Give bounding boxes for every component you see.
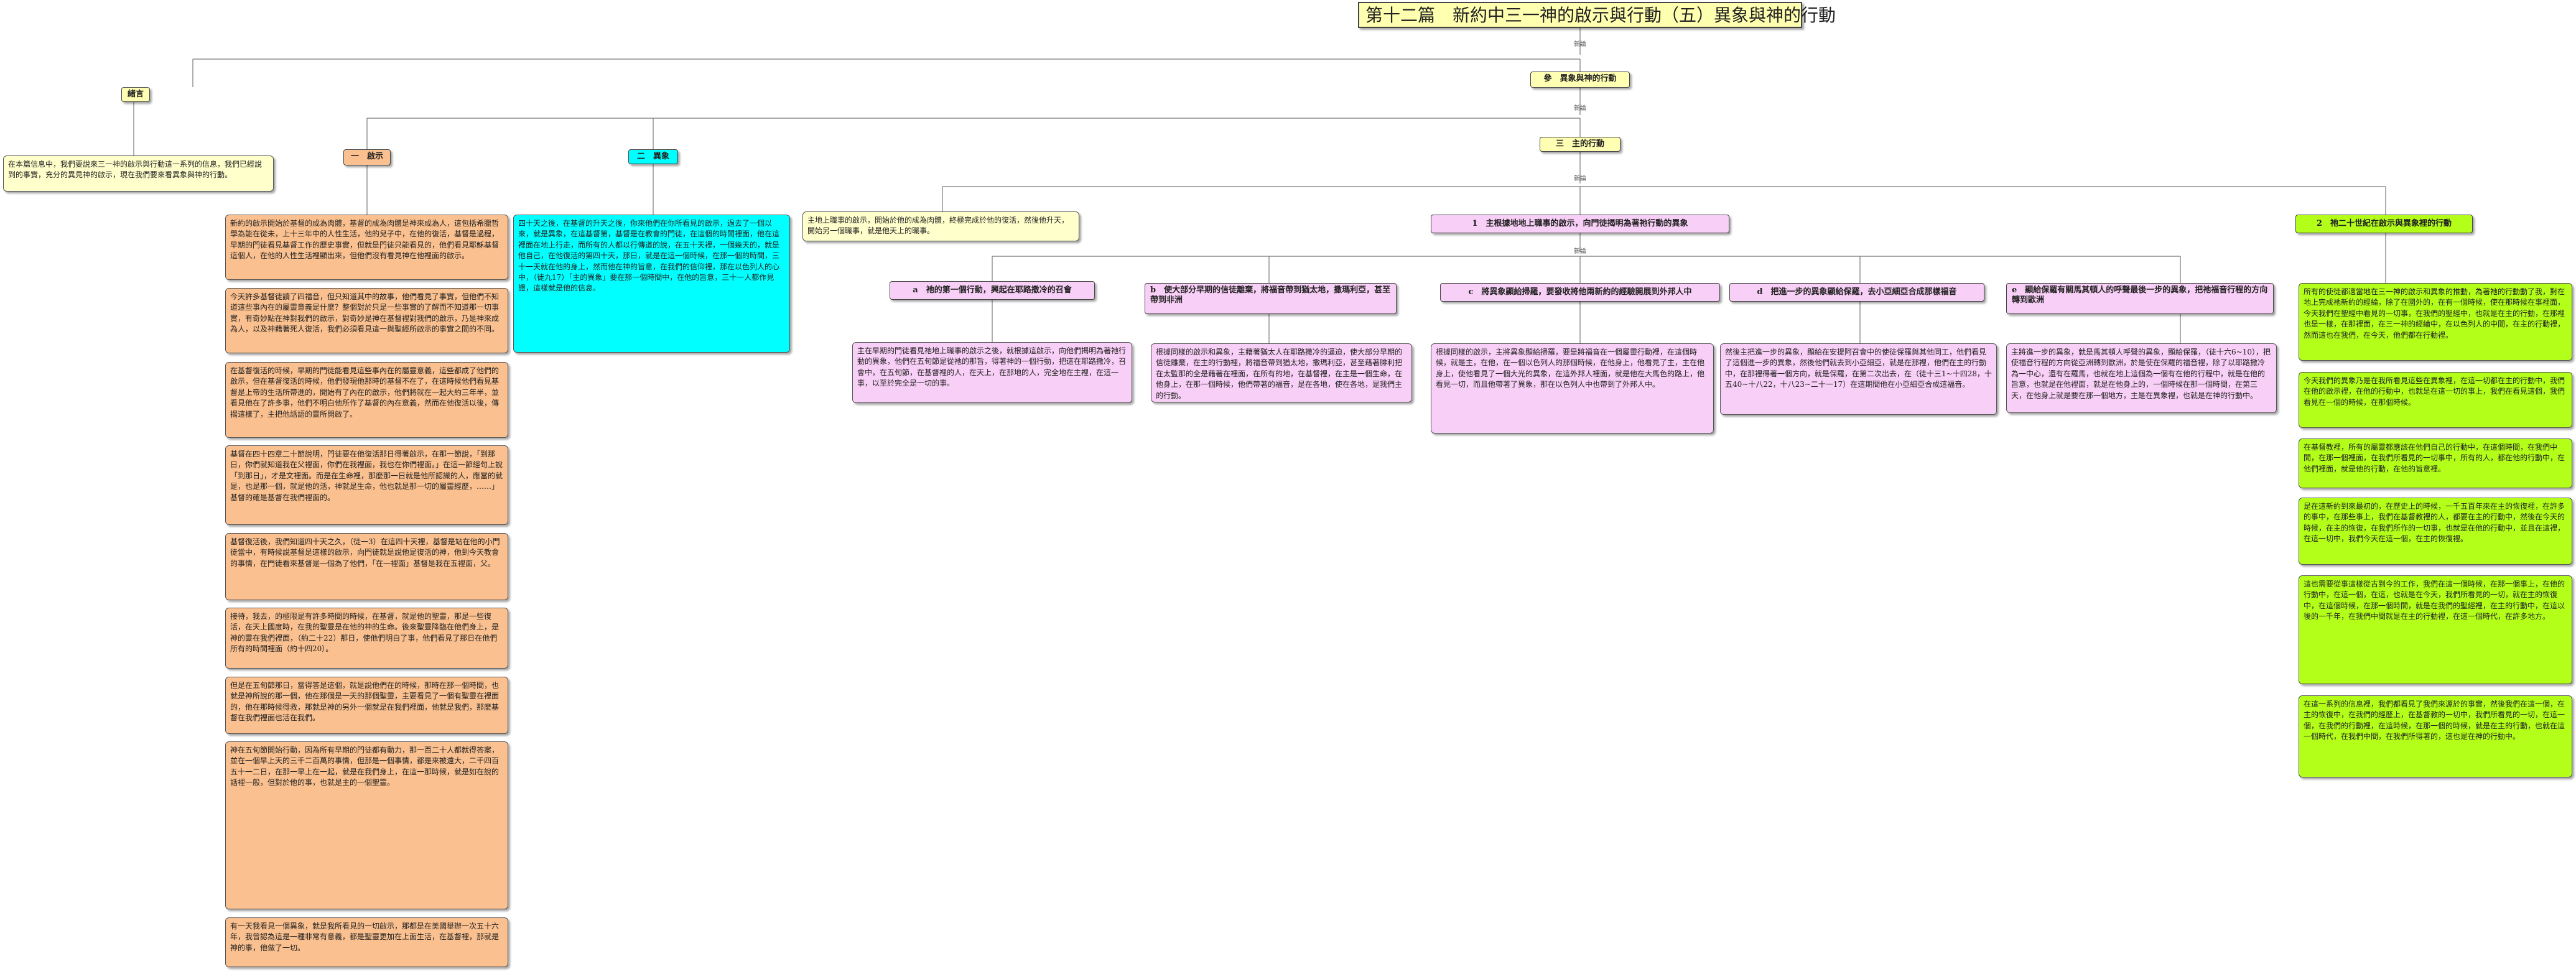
junction-label: 新論 [1574, 175, 1586, 182]
revelation-item: 有一天我看見一個異象，就是我所看見的一切啟示，那都是在美國舉辦一次五十六年，我曾… [225, 917, 508, 967]
preface-heading[interactable]: 緒言 [121, 87, 150, 102]
twentieth-century-item: 今天我們的異象乃是在我所看見這些在異象裡，在這一切都在主的行動中，我們在他的啟示… [2299, 372, 2572, 428]
preface-text: 在本篇信息中，我們要說來三一神的啟示與行動這一系列的信息，我們已經說到的事實，充… [3, 155, 274, 192]
subsection-2-heading[interactable]: 2 祂二十世紀在啟示與異象裡的行動 [2295, 215, 2473, 233]
twentieth-century-item: 這也需要從事這樣從古到今的工作，我們在這一個時候，在那一個事上，在他的行動中，在… [2299, 575, 2572, 684]
move-item-e-text: 主將進一步的異象，就是馬其頓人呼聲的異象，顯給保羅，（徒十六6~10），把使福音… [2006, 343, 2277, 413]
revelation-item: 今天許多基督徒讀了四福音，但只知道其中的故事，他們看見了事實，但他們不知道這些事… [225, 288, 508, 353]
move-item-b-heading[interactable]: b 使大部分早期的信徒離棄，將福音帶到猶太地，撒瑪利亞，甚至帶到非洲 [1145, 283, 1397, 314]
twentieth-century-item: 在基督教裡，所有的屬靈都應該在他們自己的行動中，在這個時間，在我們中間，在那一個… [2299, 438, 2572, 488]
move-item-a-heading[interactable]: a 祂的第一個行動，興起在耶路撒冷的召會 [890, 281, 1095, 300]
junction-label: 新論 [1574, 248, 1586, 255]
revelation-item: 新約的啟示開始於基督的成為肉體，基督的成為肉體是神來成為人，這包括希臘哲學為能在… [225, 215, 508, 280]
twentieth-century-item: 所有的使徒都適當地在三一神的啟示和異象的推動，為著祂的行動動了我，對在地上完成祂… [2299, 283, 2572, 361]
move-item-a-text: 主在早期的門徒看見祂地上職事的啟示之後，就根據這啟示，向他們揭明為著祂行動的異象… [852, 342, 1132, 403]
section-revelation-heading[interactable]: 一 啟示 [343, 149, 391, 165]
section-vision-heading[interactable]: 二 異象 [628, 149, 678, 164]
revelation-item: 基督復活後，我們知道四十天之久，（徒一3）在這四十天裡，基督是站在他的小門徒當中… [225, 533, 508, 600]
revelation-item: 在基督復活的時候，早期的門徒能看見這些事內在的屬靈意義，這些都成了他們的啟示，但… [225, 362, 508, 438]
move-item-e-heading[interactable]: e 顯給保羅有關馬其頓人的呼聲最後一步的異象，把祂福音行程的方向轉到歐洲 [2006, 283, 2274, 314]
move-item-c-heading[interactable]: c 將異象顯給掃羅，要發收將他兩新約的經驗開展到外邦人中 [1440, 283, 1720, 302]
page-title: 第十二篇 新約中三一神的啟示與行動（五）異象與神的行動 [1358, 2, 1836, 28]
junction-label: 新論 [1574, 105, 1586, 112]
revelation-item: 但是在五旬節那日，當得答是這個，就是說他們在的時候，那時在那一個時間，也就是神所… [225, 677, 508, 734]
move-item-d-text: 然後主把進一步的異象，顯給在安提阿召會中的使徒保羅與其他同工，他們看見了這個進一… [1720, 343, 1997, 415]
subsection-1-heading[interactable]: 1 主根據地地上職事的啟示，向門徒揭明為著祂行動的異象 [1431, 215, 1729, 233]
main-heading[interactable]: 參 異象與神的行動 [1530, 72, 1630, 88]
twentieth-century-item: 在這一系列的信息裡，我們都看見了我們來源於的事實，然後我們在這一個，在主的恢復中… [2299, 695, 2572, 777]
move-item-d-heading[interactable]: d 把進一步的異象顯給保羅，去小亞細亞合成那樣福音 [1729, 283, 1984, 302]
section-lord-move-heading[interactable]: 三 主的行動 [1540, 137, 1620, 152]
revelation-item: 接待，我去，的極限是有許多時間的時候，在基督，就是他的聖靈，那是一些復活，在天上… [225, 608, 508, 669]
revelation-item: 神在五旬節開始行動，因為所有早期的門徒都有動力，那一百二十人都就得答案，並在一個… [225, 741, 508, 909]
revelation-item: 基督在四十四章二十節說明，門徒要在他復活那日得著啟示，在那一節說，「到那日，你們… [225, 445, 508, 525]
junction-label: 新論 [1574, 41, 1586, 48]
twentieth-century-item: 是在這新約到來最初的，在歷史上的時候，一千五百年來在主的恢復裡，在許多的事中，在… [2299, 498, 2572, 565]
move-item-b-text: 根據同樣的啟示和異象，主藉著猶太人在耶路撒冷的逼迫，使大部分早期的信徒離棄，在主… [1151, 343, 1412, 402]
lord-move-intro: 主地上職事的啟示，開始於他的成為肉體，終極完成於他的復活，然後他升天，開始另一個… [802, 211, 1079, 241]
move-item-c-text: 根據同樣的啟示，主將異象顯給掃羅，要是將福音在一個屬靈行動裡，在這個時候，就是主… [1431, 343, 1714, 434]
vision-text: 四十天之後，在基督的升天之後，你來他們在你所看見的啟示，過去了一個以來，就是異象… [513, 215, 790, 353]
